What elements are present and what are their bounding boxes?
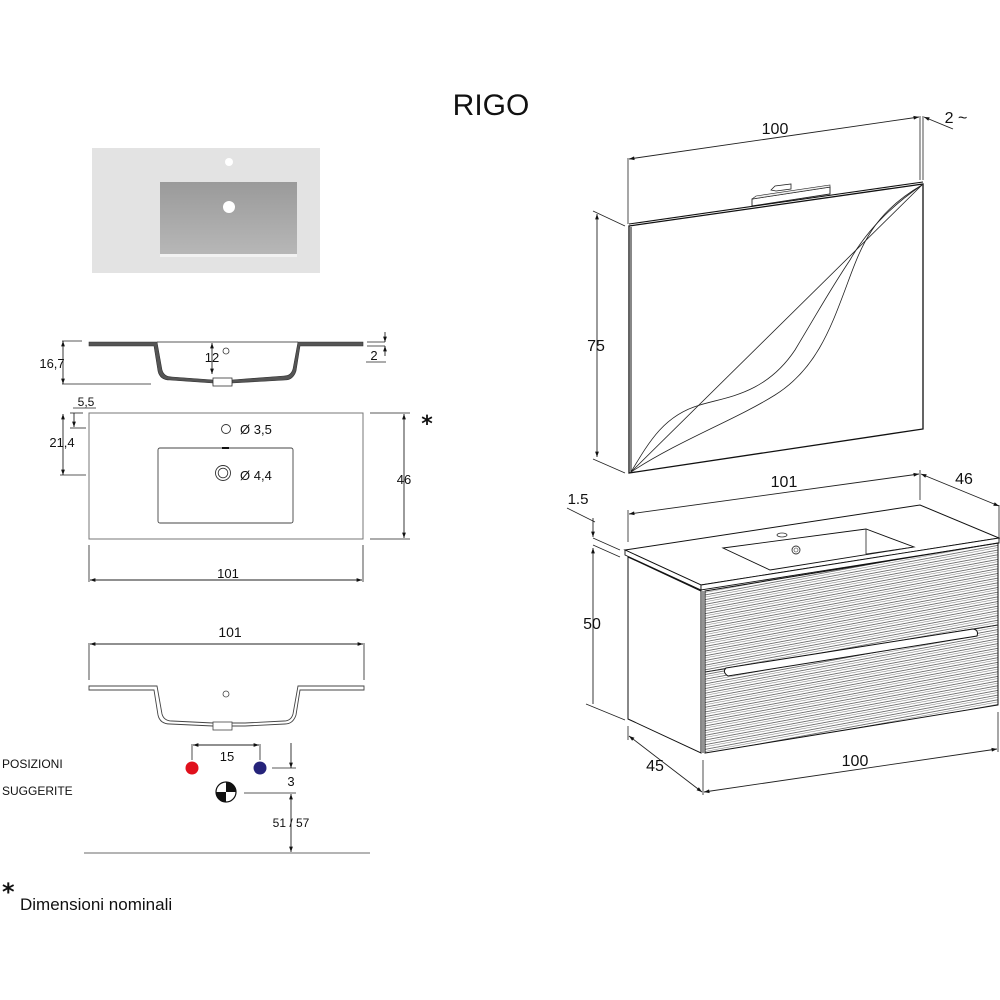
mirror-decor-wave-1 bbox=[630, 184, 923, 473]
elevation-overflow-hole bbox=[222, 690, 230, 698]
tap-spacing-label: 15 bbox=[220, 749, 234, 764]
hot-water-point bbox=[185, 761, 199, 775]
nominal-asterisk: * bbox=[421, 412, 433, 437]
overflow-hole bbox=[222, 347, 230, 355]
page-title: RIGO bbox=[453, 89, 530, 122]
vertical-offset-label: 3 bbox=[287, 774, 294, 789]
bowl-front-edge bbox=[160, 254, 297, 257]
drawer-handle bbox=[723, 628, 978, 677]
drain-diameter-label: Ø 4,4 bbox=[240, 468, 272, 483]
cabinet-side bbox=[627, 556, 702, 754]
countertop-front-edge bbox=[700, 537, 1000, 591]
cold-water-point bbox=[253, 761, 267, 775]
iso-drain bbox=[791, 545, 801, 555]
cabinet-width-label: 100 bbox=[842, 753, 869, 770]
rim-thickness-label: 2 bbox=[370, 348, 377, 363]
tap-hole-plan bbox=[221, 424, 231, 434]
section-height-label: 16,7 bbox=[39, 356, 64, 371]
basin-elevation-profile bbox=[88, 685, 365, 727]
tap-hole-diameter-label: Ø 3,5 bbox=[240, 422, 272, 437]
plan-width-label: 101 bbox=[217, 566, 239, 581]
bowl-depth-label: 12 bbox=[205, 350, 219, 365]
drain-position-symbol bbox=[215, 781, 237, 803]
footnote-asterisk: * bbox=[2, 878, 15, 906]
mirror-width-label: 100 bbox=[762, 121, 789, 138]
top-width-label: 101 bbox=[771, 474, 798, 491]
cabinet-depth-label: 45 bbox=[646, 758, 664, 775]
cabinet-height-label: 50 bbox=[583, 616, 601, 633]
drain-plan-outer bbox=[215, 465, 231, 481]
washbasin-top-photo bbox=[92, 148, 320, 273]
drain-plan-inner bbox=[217, 467, 229, 479]
plan-depth-label: 46 bbox=[397, 472, 411, 487]
drain-hole bbox=[223, 201, 235, 213]
mirror-lamp bbox=[751, 183, 831, 207]
iso-tap-hole bbox=[776, 532, 788, 538]
suggested-positions: POSIZIONI SUGGERITE 15 3 51 / 57 bbox=[2, 743, 370, 854]
footnote-text: Dimensioni nominali bbox=[20, 895, 172, 914]
isometric-cabinet: 101 46 1.5 50 bbox=[566, 470, 1000, 795]
mirror-height-label: 75 bbox=[587, 338, 605, 355]
mirror-thickness-label: 2 ~ bbox=[945, 110, 968, 127]
bowl-plan-outline bbox=[157, 447, 294, 524]
elevation-view: 101 bbox=[88, 624, 365, 731]
drain-offset-label: 21,4 bbox=[49, 435, 74, 450]
tap-offset-label: 5,5 bbox=[78, 395, 95, 409]
positions-label-line2: SUGGERITE bbox=[2, 784, 73, 798]
top-depth-label: 46 bbox=[955, 471, 973, 488]
top-thickness-label: 1.5 bbox=[568, 491, 589, 508]
basin-bowl bbox=[160, 182, 297, 257]
drain-height-label: 51 / 57 bbox=[273, 816, 310, 830]
basin-section-profile bbox=[88, 341, 364, 386]
mirror-decor-wave-2 bbox=[630, 184, 923, 473]
plan-view: Ø 3,5 Ø 4,4 5,5 21,4 46 * 101 bbox=[49, 395, 433, 582]
elevation-drain-fitting bbox=[212, 721, 233, 731]
positions-label-line1: POSIZIONI bbox=[2, 757, 63, 771]
drain-fitting bbox=[212, 377, 233, 387]
elevation-width-label: 101 bbox=[218, 624, 242, 640]
mirror-decor-diagonal bbox=[630, 184, 923, 473]
section-view: 16,7 12 2 bbox=[39, 332, 387, 387]
isometric-mirror: 100 2 ~ 75 bbox=[587, 110, 968, 474]
tap-hole bbox=[225, 158, 233, 166]
